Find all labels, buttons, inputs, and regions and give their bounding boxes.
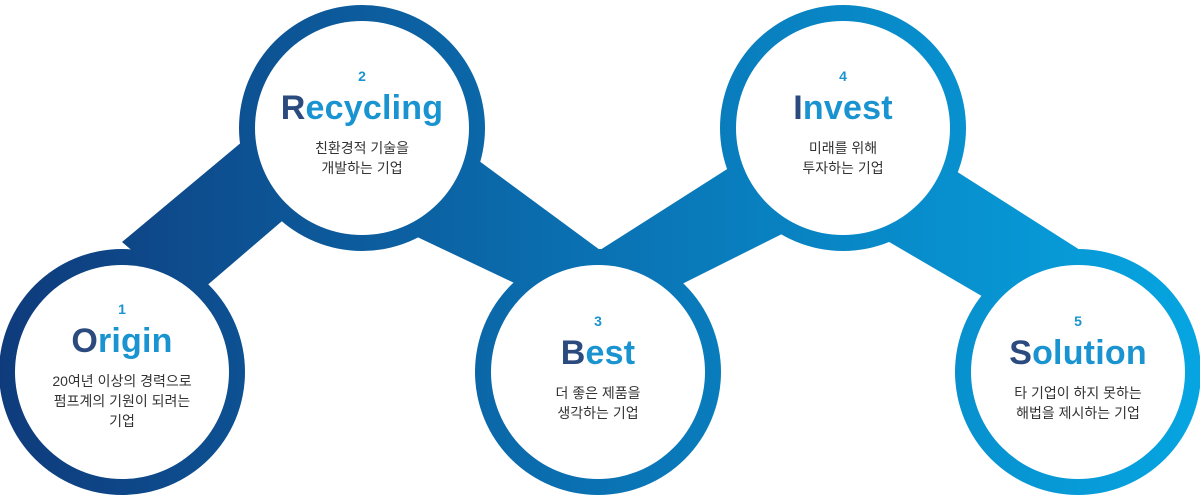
description-line: 친환경적 기술을	[314, 140, 410, 156]
step-title: Recycling	[247, 88, 477, 128]
step-title-initial: B	[560, 334, 586, 372]
step-description: 타 기업이 하지 못하는 해법을 제시하는 기업	[963, 383, 1193, 423]
description-line: 미래를 위해	[808, 140, 878, 156]
description-line: 생각하는 기업	[557, 405, 639, 421]
disc-3	[491, 265, 705, 479]
disc-5	[971, 265, 1185, 479]
step-title-rest: nvest	[802, 89, 893, 127]
step-description: 더 좋은 제품을 생각하는 기업	[483, 383, 713, 423]
step-title: Solution	[963, 333, 1193, 373]
description-line: 개발하는 기업	[321, 160, 403, 176]
step-title-rest: rigin	[97, 322, 173, 360]
step-number: 1	[118, 301, 126, 317]
step-number: 3	[594, 313, 602, 329]
step-title-rest: est	[585, 334, 636, 372]
step-recycling: 2 Recycling 친환경적 기술을 개발하는 기업	[247, 68, 477, 178]
step-description: 친환경적 기술을 개발하는 기업	[247, 138, 477, 178]
description-line: 해법을 제시하는 기업	[1016, 405, 1140, 421]
description-line: 투자하는 기업	[802, 160, 884, 176]
description-line: 타 기업이 하지 못하는	[1014, 385, 1142, 401]
step-title-initial: O	[71, 322, 98, 360]
description-line: 펌프계의 기원이 되려는	[53, 393, 191, 409]
step-number: 2	[358, 68, 366, 84]
step-title: Origin	[7, 321, 237, 361]
step-title-rest: olution	[1032, 334, 1147, 372]
description-line: 더 좋은 제품을	[555, 385, 641, 401]
disc-4	[736, 21, 950, 235]
disc-1	[15, 265, 229, 479]
description-line: 20여년 이상의 경력으로	[52, 373, 192, 389]
step-title-rest: ecycling	[305, 89, 444, 127]
step-number: 5	[1074, 313, 1082, 329]
step-number: 4	[839, 68, 847, 84]
description-line: 기업	[109, 413, 135, 429]
step-best: 3 Best 더 좋은 제품을 생각하는 기업	[483, 313, 713, 423]
step-title-initial: R	[280, 89, 306, 127]
step-title-initial: I	[793, 89, 803, 127]
step-description: 20여년 이상의 경력으로 펌프계의 기원이 되려는 기업	[7, 371, 237, 431]
disc-2	[255, 21, 469, 235]
step-solution: 5 Solution 타 기업이 하지 못하는 해법을 제시하는 기업	[963, 313, 1193, 423]
step-invest: 4 Invest 미래를 위해 투자하는 기업	[728, 68, 958, 178]
step-origin: 1 Origin 20여년 이상의 경력으로 펌프계의 기원이 되려는 기업	[7, 301, 237, 431]
step-description: 미래를 위해 투자하는 기업	[728, 138, 958, 178]
step-title-initial: S	[1009, 334, 1033, 372]
step-title: Best	[483, 333, 713, 373]
step-title: Invest	[728, 88, 958, 128]
